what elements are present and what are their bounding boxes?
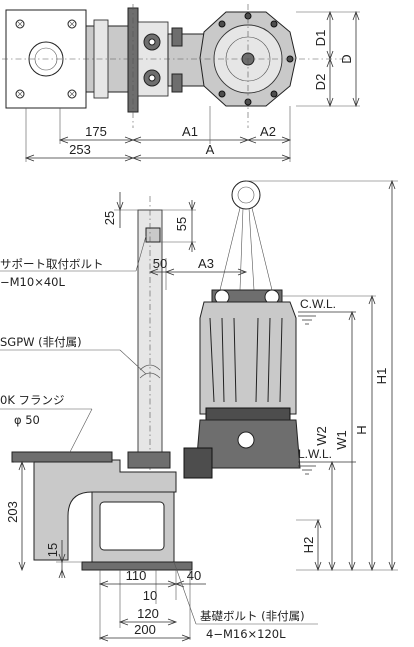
water-level-cwl: C.W.L. [298,297,356,325]
dim-a3: A3 [198,256,214,271]
dim-d1: D1 [313,30,328,47]
elevation-view: C.W.L. L.W.L. H1 H W1 W2 H2 25 [0,179,398,642]
dim-h: H [354,425,369,434]
dim-120: 120 [137,606,159,621]
dim-h2: H2 [301,537,316,554]
plan-view: D1 D2 D 175 A1 A2 253 A [2,4,360,162]
note-flange-size: φ 50 [14,413,40,427]
dim-10: 10 [143,588,157,603]
dim-253: 253 [69,142,91,157]
dim-a2: A2 [260,124,276,139]
dim-175: 175 [85,124,107,139]
dim-d2: D2 [313,74,328,91]
dim-25: 25 [102,211,117,225]
note-support-bolt-spec: −M10×40L [0,275,65,289]
note-flange: 0K フランジ [0,393,65,407]
dim-55: 55 [174,217,189,231]
note-foundation-bolt: 基礎ボルト (非付属) [200,609,305,623]
discharge-flange [11,451,113,463]
dim-d: D [339,54,354,63]
dim-h1: H1 [374,368,389,385]
base-plate [81,561,193,571]
dim-15: 15 [45,543,60,557]
note-support-bolt: サポート取付ボルト [0,257,104,271]
cwl-label: C.W.L. [300,297,336,311]
dim-a: A [206,142,215,157]
note-foundation-bolt-spec: 4−M16×120L [206,627,286,641]
dim-200: 200 [134,622,156,637]
discharge-elbow [33,459,177,561]
dim-w2: W2 [314,426,329,446]
dim-w1: W1 [334,430,349,450]
lwl-label: L.W.L. [298,447,332,461]
dim-50: 50 [153,256,167,271]
dim-40: 40 [187,568,201,583]
dim-203: 203 [5,501,20,523]
dim-110: 110 [126,568,147,583]
note-pipe: SGPW (非付属) [0,335,82,349]
dim-a1: A1 [182,124,198,139]
water-level-lwl: L.W.L. [298,447,356,475]
lifting-ring [231,180,261,210]
